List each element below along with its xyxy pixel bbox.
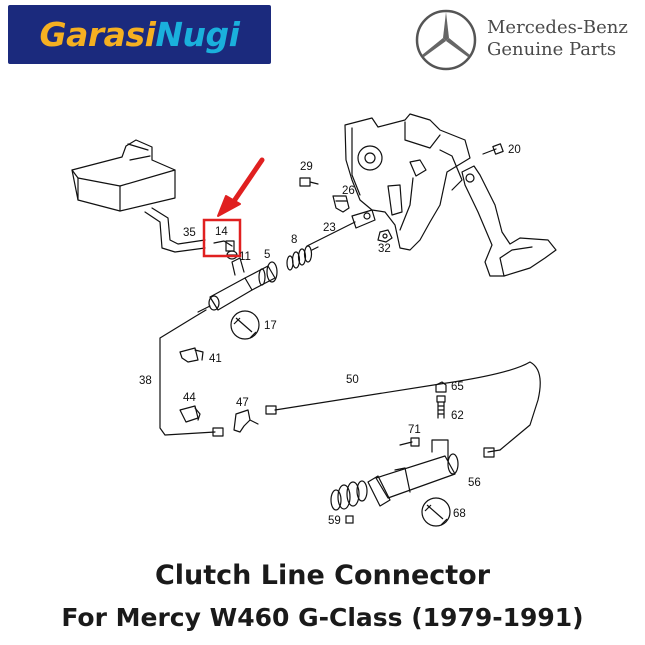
label-65: 65	[451, 381, 464, 393]
part-5-master-cylinder	[208, 257, 278, 311]
part-32-nut	[377, 229, 393, 243]
part-59-boot	[330, 480, 368, 511]
logo-text-garasi: Garasi	[39, 15, 156, 54]
label-38: 38	[139, 375, 152, 387]
label-23: 23	[323, 222, 336, 234]
label-59-mark	[345, 515, 354, 524]
part-41-clip	[179, 347, 204, 363]
highlight-part-14	[202, 157, 265, 258]
logo-text-nugi: Nugi	[155, 15, 240, 54]
fluid-reservoir	[71, 139, 176, 212]
label-44: 44	[183, 392, 196, 404]
maker-line-1: Mercedes-Benz	[487, 17, 628, 38]
part-14-connector	[213, 240, 235, 252]
label-41: 41	[209, 353, 222, 365]
part-35-hose	[144, 207, 206, 253]
parts-diagram: 20 29 26 23 32 35 14 11 5 8 17 41 38 50 …	[71, 113, 557, 527]
clutch-pedal	[461, 165, 557, 277]
mercedes-genuine-parts-text: Mercedes-Benz Genuine Parts	[487, 17, 637, 61]
part-71-screw	[399, 437, 420, 447]
label-29: 29	[300, 161, 313, 173]
logo-text: GarasiNugi	[40, 15, 240, 54]
label-56: 56	[468, 477, 481, 489]
label-68: 68	[453, 508, 466, 520]
label-5: 5	[264, 249, 270, 261]
part-44-clip	[179, 405, 201, 423]
pedal-bracket	[344, 113, 471, 251]
label-32: 32	[378, 243, 391, 255]
label-59: 59	[328, 515, 341, 527]
part-56-slave-cylinder	[367, 439, 459, 507]
label-50: 50	[346, 374, 359, 386]
part-29-bolt	[299, 177, 319, 187]
product-title: Clutch Line Connector	[154, 560, 491, 591]
garasinugi-logo: GarasiNugi	[8, 5, 271, 64]
label-14: 14	[215, 226, 228, 238]
mercedes-star-icon	[415, 9, 477, 71]
label-11: 11	[239, 251, 251, 263]
part-47-bracket	[233, 409, 259, 433]
label-47: 47	[236, 397, 249, 409]
label-35: 35	[183, 227, 196, 239]
label-26: 26	[342, 185, 355, 197]
part-20-bolt	[482, 143, 504, 155]
part-38-line	[159, 305, 224, 437]
part-labels: 20 29 26 23 32 35 14 11 5 8 17 41 38 50 …	[139, 144, 521, 527]
part-26-bushing	[332, 195, 350, 213]
wrench-17-icon	[230, 310, 260, 340]
label-62: 62	[451, 410, 464, 422]
label-20: 20	[508, 144, 521, 156]
part-62-bleeder	[436, 395, 446, 419]
part-50-line	[265, 361, 541, 458]
part-65-cap	[435, 381, 447, 393]
wrench-68-icon	[421, 497, 451, 527]
label-71: 71	[408, 424, 421, 436]
label-17: 17	[264, 320, 277, 332]
part-8-boot	[286, 245, 319, 271]
product-subtitle: For Mercy W460 G-Class (1979-1991)	[61, 603, 584, 632]
label-8: 8	[291, 234, 297, 246]
part-23-pushrod	[306, 209, 376, 247]
maker-line-2: Genuine Parts	[487, 39, 617, 60]
